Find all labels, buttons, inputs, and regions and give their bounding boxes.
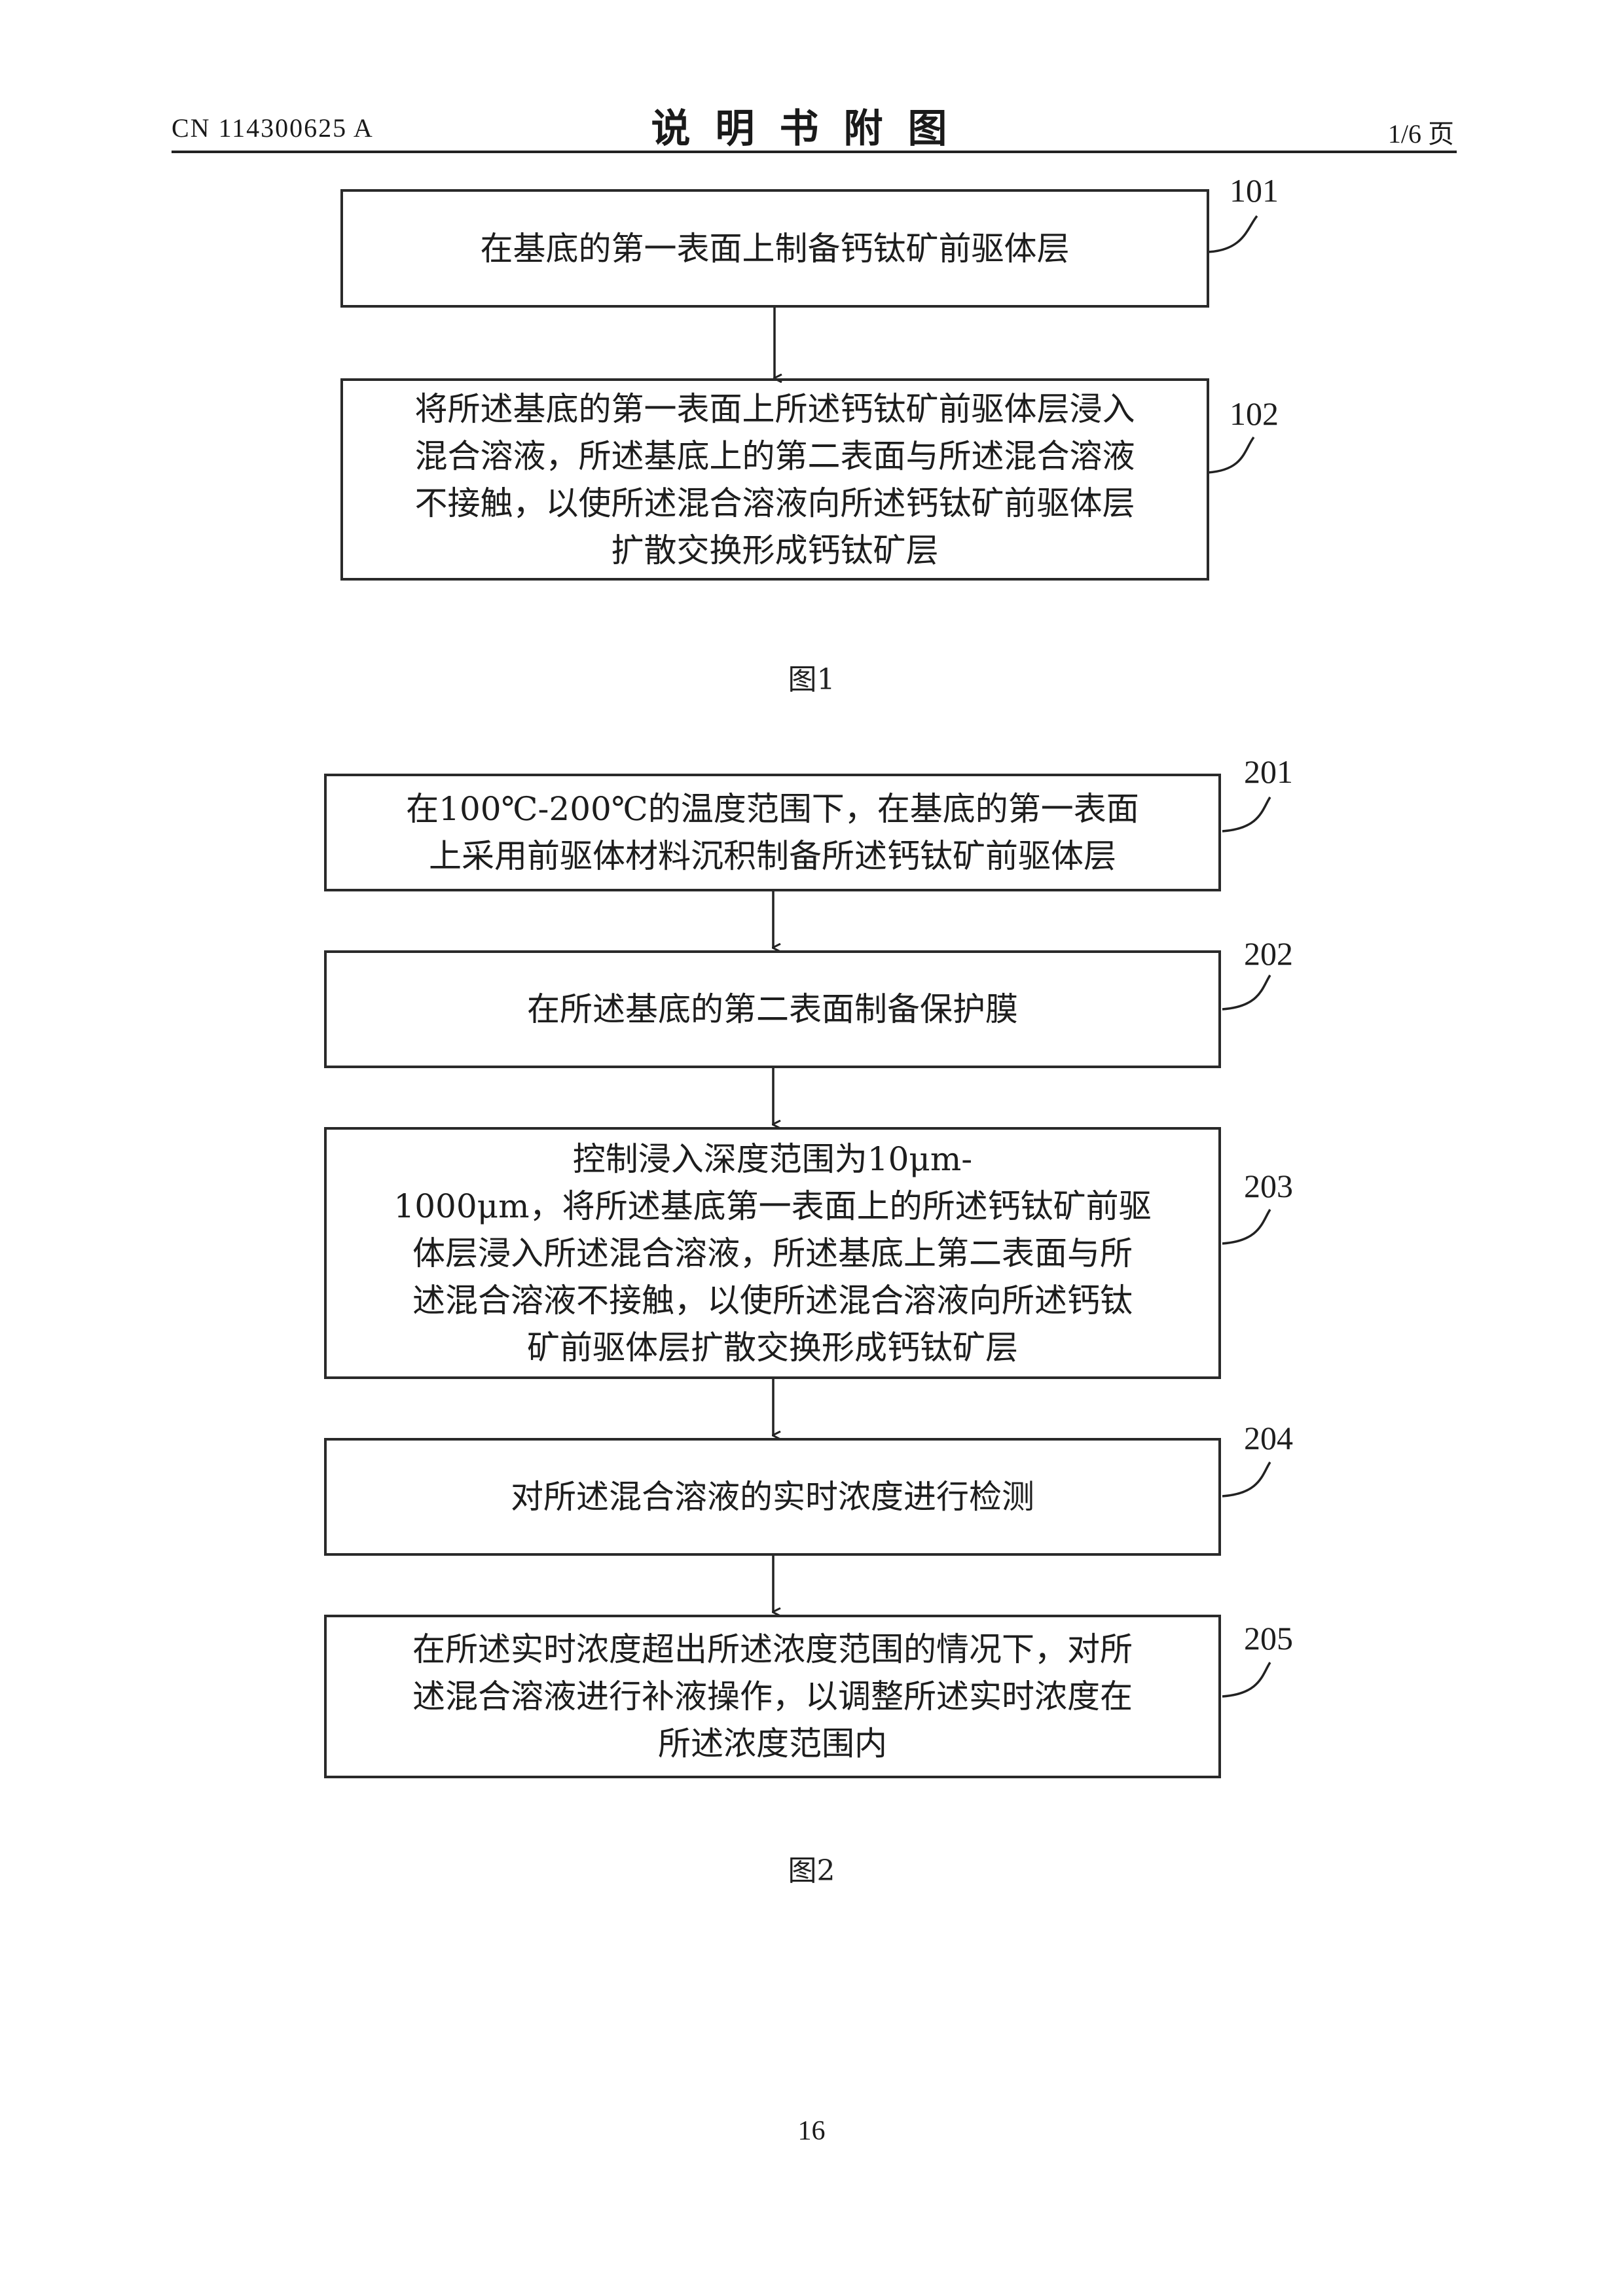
step-text-line: 对所述混合溶液的实时浓度进行检测 (511, 1478, 1034, 1516)
step-label-201: 201 (1244, 753, 1293, 790)
leader-201 (1222, 797, 1271, 833)
page-ratio: 1/6 页 (1387, 119, 1454, 149)
step-text-line: 混合溶液，所述基底上的第二表面与所述混合溶液 (414, 437, 1135, 475)
step-box-203: 控制浸入深度范围为10μm- 1000μm，将所述基底第一表面上的所述钙钛矿前驱… (324, 1127, 1221, 1379)
page-title: 说明书附图 (651, 106, 972, 152)
step-box-202: 在所述基底的第二表面制备保护膜 (324, 950, 1221, 1068)
step-text-line: 将所述基底的第一表面上所述钙钛矿前驱体层浸入 (414, 389, 1135, 428)
step-label-102: 102 (1230, 395, 1279, 432)
leader-102 (1207, 436, 1255, 474)
leader-101 (1207, 215, 1258, 253)
step-text-line: 在所述基底的第二表面制备保护膜 (527, 990, 1018, 1028)
publication-number: CN 114300625 A (172, 113, 374, 143)
step-box-205: 在所述实时浓度超出所述浓度范围的情况下，对所 述混合溶液进行补液操作，以调整所述… (324, 1615, 1221, 1778)
step-text-line: 在100℃-200℃的温度范围下，在基底的第一表面 (406, 790, 1139, 828)
step-label-204: 204 (1244, 1420, 1293, 1456)
step-label-202: 202 (1244, 935, 1293, 972)
leader-205 (1222, 1662, 1271, 1698)
step-box-101: 在基底的第一表面上制备钙钛矿前驱体层 (340, 189, 1209, 308)
step-label-203: 203 (1244, 1168, 1293, 1204)
leader-204 (1222, 1462, 1271, 1498)
step-text-line: 控制浸入深度范围为10μm- (572, 1139, 973, 1178)
step-text-line: 扩散交换形成钙钛矿层 (611, 531, 939, 569)
step-text-line: 矿前驱体层扩散交换形成钙钛矿层 (527, 1328, 1018, 1367)
header-divider (172, 151, 1457, 153)
figure-1-caption: 图1 (788, 663, 835, 696)
leader-202 (1222, 975, 1271, 1011)
step-text-line: 不接触，以使所述混合溶液向所述钙钛矿前驱体层 (414, 484, 1135, 522)
page-number: 16 (797, 2116, 826, 2146)
step-text-line: 在所述实时浓度超出所述浓度范围的情况下，对所 (412, 1630, 1133, 1668)
step-text-line: 述混合溶液进行补液操作，以调整所述实时浓度在 (412, 1677, 1133, 1715)
leader-203 (1222, 1209, 1271, 1245)
step-box-102: 将所述基底的第一表面上所述钙钛矿前驱体层浸入 混合溶液，所述基底上的第二表面与所… (340, 378, 1209, 581)
step-text-line: 所述浓度范围内 (658, 1725, 887, 1763)
step-text-line: 1000μm，将所述基底第一表面上的所述钙钛矿前驱 (393, 1187, 1152, 1225)
step-text-line: 在基底的第一表面上制备钙钛矿前驱体层 (480, 229, 1070, 268)
step-label-205: 205 (1244, 1620, 1293, 1657)
step-label-101: 101 (1230, 172, 1279, 209)
step-text-line: 体层浸入所述混合溶液，所述基底上第二表面与所 (412, 1234, 1133, 1272)
step-text-line: 述混合溶液不接触，以使所述混合溶液向所述钙钛 (412, 1281, 1133, 1319)
step-box-204: 对所述混合溶液的实时浓度进行检测 (324, 1438, 1221, 1556)
step-box-201: 在100℃-200℃的温度范围下，在基底的第一表面 上采用前驱体材料沉积制备所述… (324, 774, 1221, 891)
figure-2-caption: 图2 (788, 1854, 835, 1888)
step-text-line: 上采用前驱体材料沉积制备所述钙钛矿前驱体层 (428, 837, 1116, 875)
